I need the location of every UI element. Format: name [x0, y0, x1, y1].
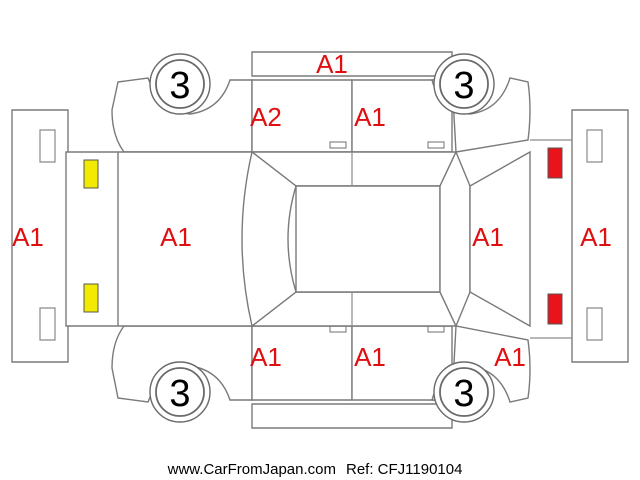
grade-roof: A1: [316, 49, 348, 79]
front-bumper: [11, 109, 69, 363]
front-lamp-bottom: [83, 283, 99, 313]
top-side-body: [111, 51, 531, 153]
grade-door-top-rear: A1: [354, 102, 386, 132]
tire-front-top: 3: [149, 53, 211, 115]
rear-lamp-bottom: [547, 293, 563, 325]
grade-door-top-front: A2: [250, 102, 282, 132]
grade-door-bottom-rear: A1: [354, 342, 386, 372]
grade-door-bottom-front: A1: [250, 342, 282, 372]
tire-rear-top: 3: [433, 53, 495, 115]
grade-rear-hatch: A1: [472, 222, 504, 252]
rear-lamps: [547, 147, 563, 325]
tire-rear-bottom-grade: 3: [453, 373, 474, 415]
tire-front-top-grade: 3: [169, 65, 190, 107]
footer-ref: Ref: CFJ1190104: [346, 461, 462, 478]
front-lamp-top: [83, 159, 99, 189]
grade-front-bumper: A1: [12, 222, 44, 252]
tire-front-bottom: 3: [149, 361, 211, 423]
grade-quarter-bottom-rear: A1: [494, 342, 526, 372]
tire-front-bottom-grade: 3: [169, 373, 190, 415]
tire-rear-top-grade: 3: [453, 65, 474, 107]
grade-rear-bumper: A1: [580, 222, 612, 252]
grade-bonnet: A1: [160, 222, 192, 252]
rear-lamp-top: [547, 147, 563, 179]
footer-website: www.CarFromJapan.com: [167, 461, 336, 478]
tire-rear-bottom: 3: [433, 361, 495, 423]
top-view-body: [65, 139, 573, 339]
front-lamps: [83, 159, 99, 313]
